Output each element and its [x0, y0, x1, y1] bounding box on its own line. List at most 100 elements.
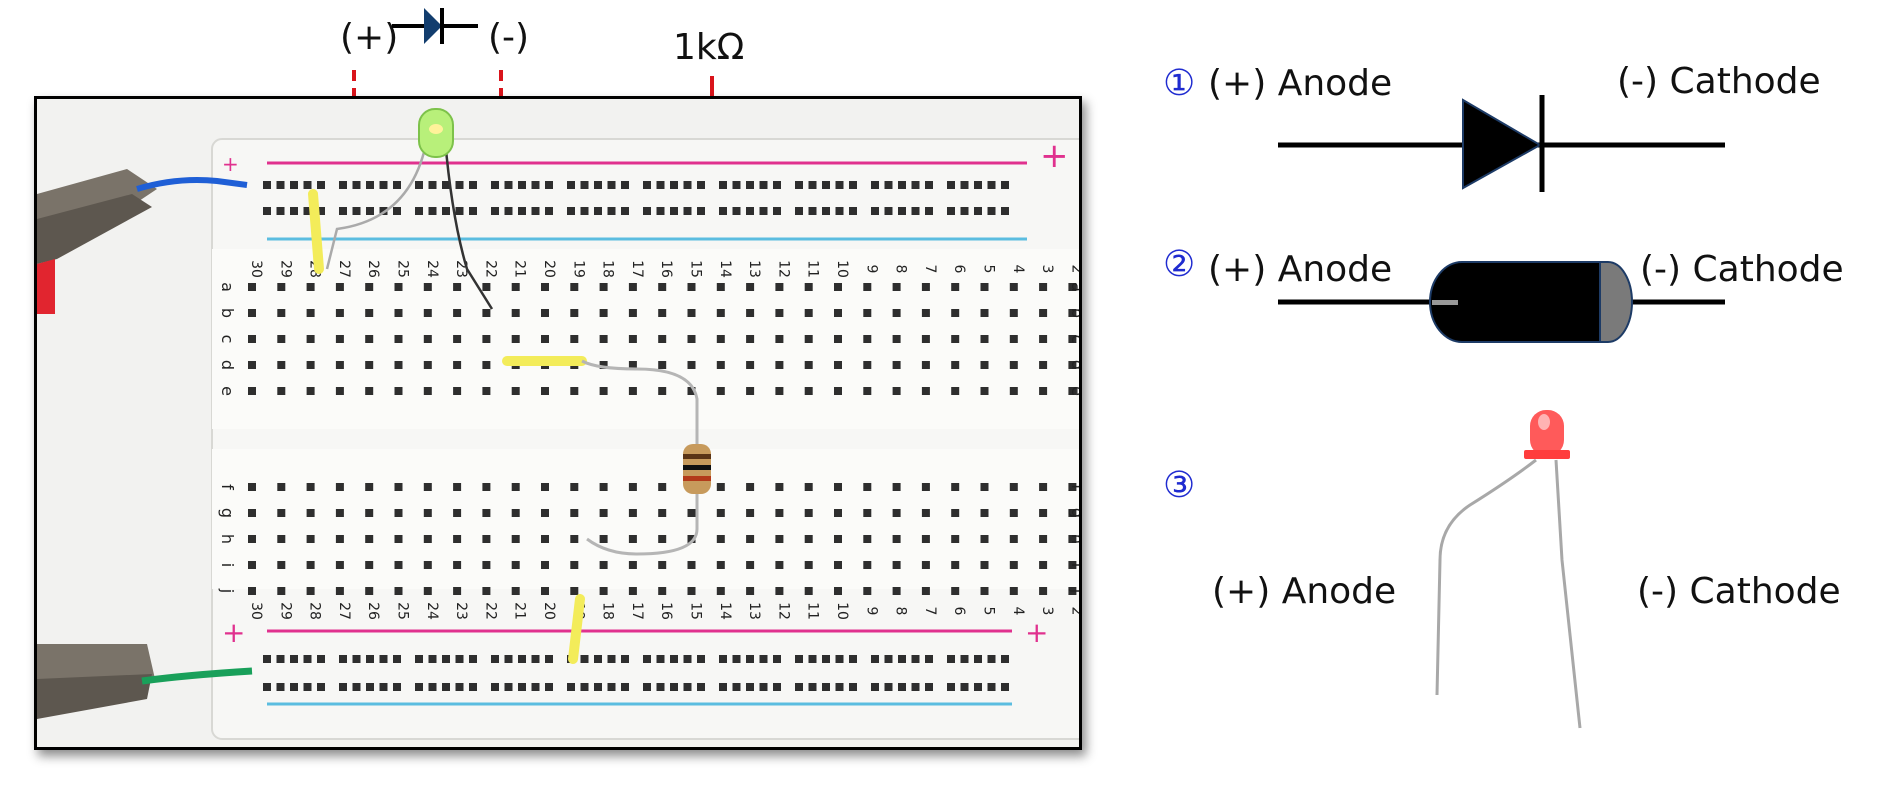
row-letter-label: c [218, 335, 237, 344]
breadboard-hole [1009, 361, 1018, 369]
breadboard-hole [1001, 181, 1009, 189]
row-letter-label: e [1068, 386, 1079, 396]
breadboard-hole [683, 655, 692, 663]
column-number-label: 9 [863, 265, 879, 274]
breadboard-hole [599, 561, 608, 569]
green-wire [141, 667, 253, 685]
breadboard-hole [317, 655, 325, 663]
breadboard-hole [504, 683, 513, 691]
breadboard-hole [469, 181, 477, 189]
breadboard-hole [491, 683, 499, 691]
breadboard-hole [716, 387, 725, 395]
row-letter-label: i [1068, 563, 1079, 567]
breadboard-hole [394, 283, 403, 291]
breadboard-hole [607, 683, 616, 691]
breadboard-hole [1039, 587, 1048, 595]
breadboard-hole [759, 683, 768, 691]
breadboard-hole [643, 655, 651, 663]
breadboard-hole [716, 587, 725, 595]
breadboard-hole [884, 181, 893, 189]
breadboard-hole [335, 361, 344, 369]
breadboard-hole [808, 683, 817, 691]
breadboard-hole [394, 483, 403, 491]
breadboard-hole [925, 655, 933, 663]
breadboard-hole [365, 361, 374, 369]
breadboard-hole [746, 309, 755, 317]
breadboard-hole [628, 387, 637, 395]
breadboard-hole [594, 207, 602, 215]
breadboard-hole [306, 509, 315, 517]
breadboard-hole [947, 181, 955, 189]
breadboard-hole [248, 309, 256, 317]
breadboard-hole [951, 509, 960, 517]
breadboard-hole [511, 309, 520, 317]
breadboard-hole [277, 561, 286, 569]
breadboard-hole [1001, 207, 1009, 215]
breadboard-hole [482, 535, 491, 543]
breadboard-hole [697, 181, 705, 189]
breadboard-hole [570, 387, 579, 395]
breadboard-hole [276, 655, 285, 663]
breadboard-hole [541, 483, 549, 491]
breadboard-hole [947, 683, 955, 691]
breadboard-hole [947, 207, 955, 215]
breadboard-hole [911, 207, 920, 215]
breadboard-hole [808, 181, 817, 189]
breadboard-hole [423, 509, 432, 517]
breadboard-hole [453, 283, 462, 291]
breadboard-hole [1009, 283, 1018, 291]
breadboard-hole [719, 683, 727, 691]
breadboard-hole [504, 207, 513, 215]
breadboard-hole [628, 283, 637, 291]
breadboard-hole [719, 181, 727, 189]
breadboard-hole [482, 335, 491, 343]
legend-number-1: ① [1163, 63, 1196, 104]
breadboard-hole [442, 181, 450, 189]
breadboard-hole [863, 283, 872, 291]
breadboard-hole [570, 309, 579, 317]
breadboard-hole [423, 283, 432, 291]
breadboard-hole [335, 283, 344, 291]
breadboard-hole [892, 283, 901, 291]
breadboard-hole [804, 483, 813, 491]
breadboard-hole [335, 587, 344, 595]
legend-number-3: ③ [1163, 465, 1196, 506]
jumper-top [308, 189, 324, 274]
breadboard-hole [775, 335, 784, 343]
breadboard-hole [871, 181, 879, 189]
column-number-label: 16 [658, 260, 674, 278]
breadboard-hole [834, 509, 842, 517]
breadboard-hole [263, 207, 271, 215]
breadboard-hole [746, 181, 754, 189]
breadboard-hole [423, 587, 432, 595]
breadboard-hole [453, 387, 462, 395]
column-number-label: 21 [512, 602, 528, 620]
row-letter-label: d [218, 360, 237, 370]
breadboard-hole [545, 181, 553, 189]
breadboard-hole [849, 181, 857, 189]
breadboard-hole [804, 335, 813, 343]
breadboard-hole [863, 535, 872, 543]
column-number-label: 5 [981, 607, 997, 616]
breadboard-hole [746, 509, 755, 517]
breadboard-hole [531, 181, 540, 189]
breadboard-hole [746, 483, 755, 491]
breadboard-hole [1009, 309, 1018, 317]
alligator-clip-bottom-icon [37, 644, 155, 719]
breadboard-hole [687, 309, 696, 317]
breadboard-hole [607, 655, 616, 663]
column-number-label: 30 [248, 260, 264, 278]
breadboard-hole [607, 181, 616, 189]
breadboard-hole [335, 309, 344, 317]
breadboard-hole [849, 655, 857, 663]
blue-wire [136, 177, 248, 192]
breadboard-hole [773, 181, 781, 189]
column-number-label: 4 [1010, 607, 1026, 616]
breadboard-hole [1068, 561, 1077, 569]
column-number-label: 14 [717, 260, 733, 278]
breadboard-hole [834, 483, 842, 491]
column-number-label: 11 [805, 260, 821, 278]
breadboard-hole [863, 335, 872, 343]
breadboard-hole [746, 561, 755, 569]
